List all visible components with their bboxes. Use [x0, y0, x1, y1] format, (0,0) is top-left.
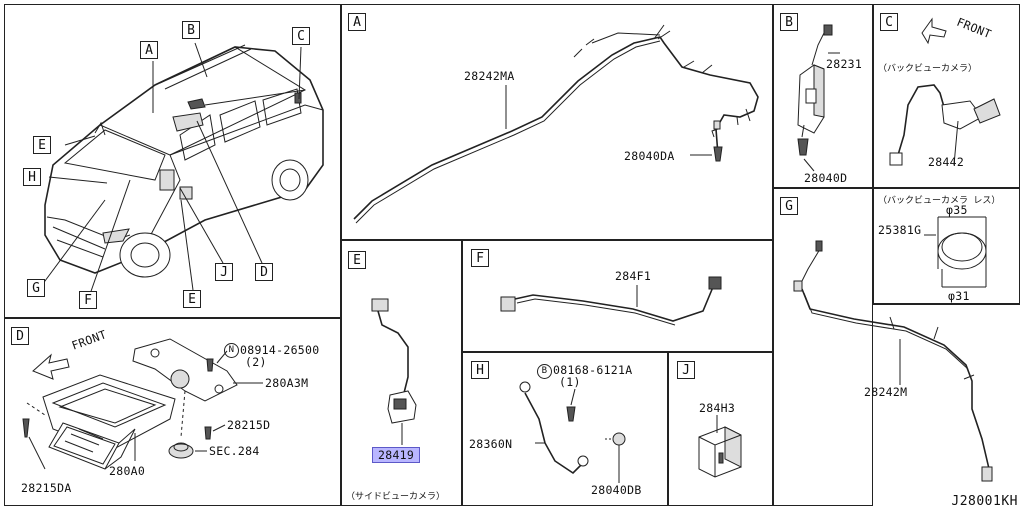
caption-back-view-camera: （バックビューカメラ） — [878, 64, 978, 74]
callout-H[interactable]: H — [23, 168, 41, 186]
panel-J-drawing — [669, 353, 774, 507]
callout-F[interactable]: F — [79, 291, 97, 309]
panel-A-drawing — [342, 5, 774, 241]
part-28040D[interactable]: 28040D — [804, 171, 848, 185]
panel-B: B 28231 28040D — [773, 4, 873, 188]
panel-B-tag: B — [780, 13, 798, 31]
callout-E[interactable]: E — [33, 136, 51, 154]
panel-B-drawing — [774, 5, 874, 189]
panel-F-tag: F — [471, 249, 489, 267]
panel-C-tag: C — [880, 13, 898, 31]
panel-G-drawing — [774, 189, 1021, 507]
part-28215D[interactable]: 28215D — [227, 418, 271, 432]
panel-A: A 28242MA 28040DA — [341, 4, 773, 240]
panel-E: E 28419 （サイドビューカメラ） — [341, 240, 462, 506]
callout-D[interactable]: D — [255, 263, 273, 281]
panel-J-tag: J — [677, 361, 695, 379]
part-28242M[interactable]: 28242M — [864, 385, 908, 399]
callout-E-lower[interactable]: E — [183, 290, 201, 308]
drawing-code: J28001KH — [951, 494, 1018, 509]
part-28040DA[interactable]: 28040DA — [624, 149, 675, 163]
panel-D-tag: D — [11, 327, 29, 345]
panel-H: H B 08168-6121A (1) 28360N 28040DB — [462, 352, 668, 506]
panel-G-extension — [872, 304, 1020, 506]
part-28040DB[interactable]: 28040DB — [591, 483, 642, 497]
callout-G[interactable]: G — [27, 279, 45, 297]
bolt-symbol-circle: B — [537, 364, 552, 379]
part-28215DA[interactable]: 28215DA — [21, 481, 72, 495]
part-28242MA[interactable]: 28242MA — [464, 69, 515, 83]
panel-A-tag: A — [348, 13, 366, 31]
dim-phi35: φ35 — [946, 203, 968, 217]
part-280A0[interactable]: 280A0 — [109, 464, 146, 478]
panel-J: J 284H3 — [668, 352, 773, 506]
part-28360N[interactable]: 28360N — [469, 437, 513, 451]
caption-side-view-camera: （サイドビューカメラ） — [346, 492, 446, 502]
part-28442[interactable]: 28442 — [928, 155, 965, 169]
vehicle-drawing — [5, 5, 342, 319]
panel-D: D FRONT N 08914-26500 (2) 280A3M 28215D … — [4, 318, 341, 506]
part-280A3M[interactable]: 280A3M — [265, 376, 309, 390]
caption-back-view-camera-less: （バックビューカメラ レス） — [878, 196, 1001, 206]
panel-F-drawing — [463, 241, 774, 353]
callout-A[interactable]: A — [140, 41, 158, 59]
part-25381G[interactable]: 25381G — [878, 223, 922, 237]
part-08168-6121A[interactable]: 08168-6121A — [553, 363, 633, 377]
panel-E-tag: E — [348, 251, 366, 269]
callout-J[interactable]: J — [215, 263, 233, 281]
panel-E-drawing — [342, 241, 463, 507]
panel-G: G 28242M — [773, 188, 873, 506]
panel-F: F 284F1 — [462, 240, 773, 352]
panel-D-drawing — [5, 319, 342, 507]
part-28419-highlighted[interactable]: 28419 — [372, 447, 421, 463]
sec-284-ref[interactable]: SEC.284 — [209, 444, 260, 458]
panel-C-less-drawing — [874, 189, 1021, 305]
callout-C[interactable]: C — [292, 27, 310, 45]
overview-panel: A B C E H G F E J D — [4, 4, 341, 318]
part-284H3[interactable]: 284H3 — [699, 401, 736, 415]
panel-H-drawing — [463, 353, 669, 507]
panel-C-drawing — [874, 5, 1021, 189]
callout-B[interactable]: B — [182, 21, 200, 39]
part-284F1[interactable]: 284F1 — [615, 269, 652, 283]
part-08914-26500-qty: (2) — [245, 355, 267, 369]
nut-symbol-circle: N — [224, 343, 239, 358]
part-08168-6121A-qty: (1) — [559, 375, 581, 389]
dim-phi31: φ31 — [948, 289, 970, 303]
part-08914-26500[interactable]: 08914-26500 — [240, 343, 320, 357]
panel-C-less: （バックビューカメラ レス） φ35 25381G φ31 — [873, 188, 1020, 304]
panel-H-tag: H — [471, 361, 489, 379]
part-28231[interactable]: 28231 — [826, 57, 863, 71]
panel-C: C FRONT （バックビューカメラ） 28442 — [873, 4, 1020, 188]
panel-G-tag: G — [780, 197, 798, 215]
